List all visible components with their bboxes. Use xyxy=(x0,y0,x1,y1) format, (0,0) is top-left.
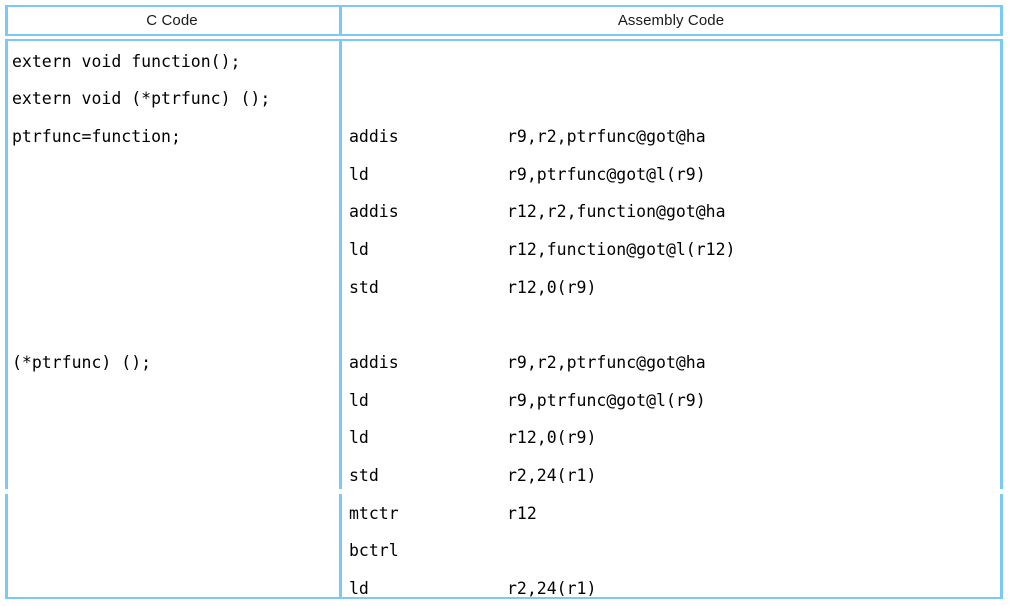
assembly-mnemonic: ld xyxy=(349,428,369,447)
body-left-border-lower xyxy=(5,494,8,599)
assembly-mnemonic: addis xyxy=(349,202,399,221)
header-bottom-border-1 xyxy=(5,34,1003,36)
assembly-mnemonic: mtctr xyxy=(349,504,399,523)
body-column-divider-upper xyxy=(339,41,342,489)
assembly-code-line: mtctr r12 xyxy=(349,504,1009,523)
c-code-column: extern void function(); extern void (*ptr… xyxy=(5,40,339,600)
assembly-mnemonic: ld xyxy=(349,165,369,184)
assembly-operands: r9,r2,ptrfunc@got@ha xyxy=(507,127,706,146)
c-code-line: (*ptrfunc) (); xyxy=(12,353,152,372)
header-bottom-border-2 xyxy=(5,39,1003,41)
assembly-operands: r9,r2,ptrfunc@got@ha xyxy=(507,353,706,372)
assembly-operands: r12,r2,function@got@ha xyxy=(507,202,726,221)
column-header-c-code: C Code xyxy=(146,12,198,29)
assembly-operands: r12,0(r9) xyxy=(507,428,597,447)
assembly-mnemonic: ld xyxy=(349,579,369,598)
assembly-operands: r9,ptrfunc@got@l(r9) xyxy=(507,165,706,184)
c-code-line: extern void (*ptrfunc) (); xyxy=(12,89,271,108)
body-column-divider-lower xyxy=(339,494,342,599)
assembly-mnemonic: addis xyxy=(349,353,399,372)
assembly-code-line: ld r9,ptrfunc@got@l(r9) xyxy=(349,391,1009,410)
code-comparison-table: C Code Assembly Code extern void functio… xyxy=(5,5,1003,600)
c-code-line: ptrfunc=function; xyxy=(12,127,181,146)
assembly-code-line: ld r9,ptrfunc@got@l(r9) xyxy=(349,165,1009,184)
assembly-code-line: std r12,0(r9) xyxy=(349,278,1009,297)
assembly-mnemonic: std xyxy=(349,278,379,297)
assembly-code-line: std r2,24(r1) xyxy=(349,466,1009,485)
header-right-border xyxy=(1000,5,1003,36)
c-code-line: extern void function(); xyxy=(12,52,241,71)
assembly-code-line: ld r12,0(r9) xyxy=(349,428,1009,447)
assembly-mnemonic: bctrl xyxy=(349,541,399,560)
body-right-border-upper xyxy=(1000,41,1003,489)
assembly-mnemonic: ld xyxy=(349,391,369,410)
assembly-code-line: ld r2,24(r1) xyxy=(349,579,1009,598)
header-column-divider xyxy=(339,5,342,36)
assembly-mnemonic: addis xyxy=(349,127,399,146)
assembly-mnemonic: ld xyxy=(349,240,369,259)
assembly-code-line: addis r9,r2,ptrfunc@got@ha xyxy=(349,353,1009,372)
assembly-operands: r2,24(r1) xyxy=(507,466,597,485)
assembly-operands: r2,24(r1) xyxy=(507,579,597,598)
body-right-border-lower xyxy=(1000,494,1003,599)
body-left-border-upper xyxy=(5,41,8,489)
table-body: extern void function(); extern void (*ptr… xyxy=(5,40,1003,600)
assembly-operands: r9,ptrfunc@got@l(r9) xyxy=(507,391,706,410)
assembly-code-line: bctrl xyxy=(349,541,1009,560)
assembly-operands: r12,0(r9) xyxy=(507,278,597,297)
table-top-border xyxy=(5,5,1003,7)
assembly-code-line: addis r9,r2,ptrfunc@got@ha xyxy=(349,127,1009,146)
header-left-border xyxy=(5,5,8,36)
assembly-operands: r12,function@got@l(r12) xyxy=(507,240,736,259)
assembly-operands: r12 xyxy=(507,504,537,523)
table-header-row: C Code Assembly Code xyxy=(5,5,1003,36)
table-bottom-border xyxy=(5,597,1003,599)
assembly-code-column: addis r9,r2,ptrfunc@got@ha ld r9,ptrfunc@go… xyxy=(342,40,1003,600)
assembly-mnemonic: std xyxy=(349,466,379,485)
column-header-assembly-code: Assembly Code xyxy=(617,12,725,29)
assembly-code-line: ld r12,function@got@l(r12) xyxy=(349,240,1009,259)
assembly-code-line: addis r12,r2,function@got@ha xyxy=(349,202,1009,221)
